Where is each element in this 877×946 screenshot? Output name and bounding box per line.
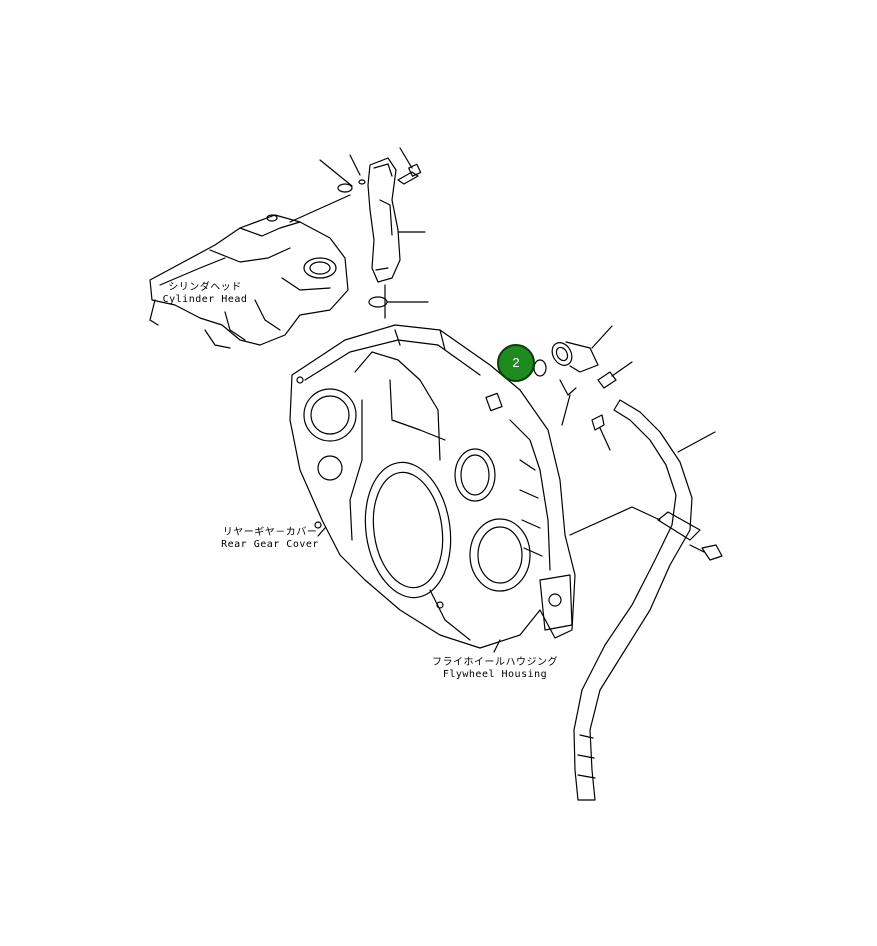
part-callout-2[interactable]: 2 bbox=[497, 344, 535, 382]
rear-gear-cover-label-en: Rear Gear Cover bbox=[221, 539, 319, 550]
bolt-top bbox=[397, 147, 422, 185]
flywheel-housing-label-jp: フライホイールハウジング bbox=[432, 657, 558, 668]
o-ring-parts bbox=[319, 154, 366, 193]
cylinder-head-label-jp: シリンダヘッド bbox=[168, 282, 242, 293]
elbow-fitting-drawing bbox=[533, 325, 633, 451]
rear-gear-cover-label: リヤーギヤ－カバー Rear Gear Cover bbox=[212, 527, 328, 551]
coolant-pipe-drawing bbox=[367, 157, 426, 319]
cylinder-head-label-en: Cylinder Head bbox=[162, 294, 248, 305]
leader-lines bbox=[317, 527, 501, 653]
cylinder-head-label: シリンダヘッド Cylinder Head bbox=[150, 282, 260, 306]
flywheel-housing-drawing bbox=[289, 324, 576, 649]
rear-gear-cover-label-jp: リヤーギヤ－カバー bbox=[222, 527, 318, 538]
o-ring-middle bbox=[368, 296, 429, 308]
cylinder-head-drawing bbox=[149, 194, 351, 349]
hose-drawing bbox=[569, 399, 723, 801]
flywheel-housing-label: フライホイールハウジング Flywheel Housing bbox=[425, 657, 565, 681]
flywheel-housing-label-en: Flywheel Housing bbox=[442, 669, 548, 680]
